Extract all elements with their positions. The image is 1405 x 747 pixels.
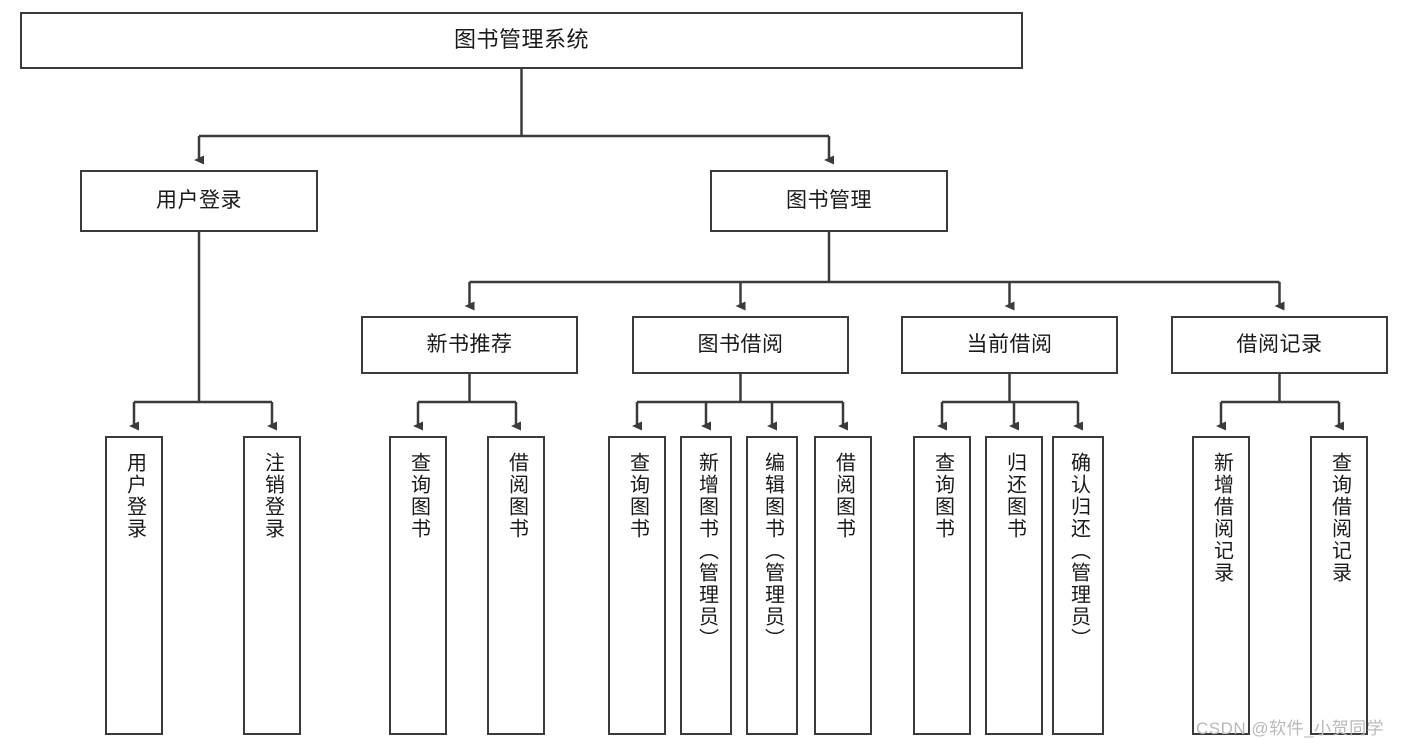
node-leaf_6[interactable]: 编辑图书（管理员） (746, 436, 798, 735)
node-leaf_10[interactable]: 确认归还（管理员） (1052, 436, 1104, 735)
node-leaf_0[interactable]: 用户登录 (105, 436, 163, 735)
node-leaf_12[interactable]: 查询借阅记录 (1310, 436, 1368, 735)
node-label: 确认归还（管理员） (1067, 452, 1090, 650)
node-label: 编辑图书（管理员） (761, 452, 784, 650)
node-leaf_7[interactable]: 借阅图书 (814, 436, 872, 735)
node-label: 查询借阅记录 (1328, 452, 1351, 584)
node-label: 查询图书 (626, 452, 649, 540)
node-label: 借阅图书 (832, 452, 855, 540)
node-leaf_9[interactable]: 归还图书 (985, 436, 1043, 735)
node-l3_0[interactable]: 新书推荐 (361, 316, 578, 374)
node-label: 注销登录 (261, 452, 284, 540)
node-label: 用户登录 (123, 452, 146, 540)
node-l3_3[interactable]: 借阅记录 (1171, 316, 1388, 374)
node-label: 新增图书（管理员） (695, 452, 718, 650)
node-label: 新书推荐 (426, 333, 513, 357)
node-label: 查询图书 (407, 452, 430, 540)
node-label: 查询图书 (931, 452, 954, 540)
node-l3_1[interactable]: 图书借阅 (632, 316, 849, 374)
node-label: 图书管理 (786, 189, 872, 213)
node-label: 借阅图书 (505, 452, 528, 540)
node-leaf_2[interactable]: 查询图书 (389, 436, 447, 735)
node-leaf_8[interactable]: 查询图书 (913, 436, 971, 735)
node-label: 当前借阅 (966, 333, 1053, 357)
node-l3_2[interactable]: 当前借阅 (901, 316, 1118, 374)
node-label: 图书管理系统 (453, 27, 589, 53)
node-leaf_5[interactable]: 新增图书（管理员） (680, 436, 732, 735)
node-leaf_11[interactable]: 新增借阅记录 (1192, 436, 1250, 735)
node-label: 新增借阅记录 (1210, 452, 1233, 584)
node-label: 用户登录 (156, 189, 242, 213)
node-leaf_4[interactable]: 查询图书 (608, 436, 666, 735)
node-leaf_3[interactable]: 借阅图书 (487, 436, 545, 735)
node-l2_0[interactable]: 用户登录 (80, 170, 318, 232)
node-label: 借阅记录 (1236, 333, 1323, 357)
node-l2_1[interactable]: 图书管理 (710, 170, 948, 232)
node-label: 图书借阅 (697, 333, 784, 357)
node-root[interactable]: 图书管理系统 (20, 12, 1023, 69)
watermark-text: CSDN @软件_小贺同学 (1196, 719, 1385, 738)
node-leaf_1[interactable]: 注销登录 (243, 436, 301, 735)
node-label: 归还图书 (1003, 452, 1026, 540)
